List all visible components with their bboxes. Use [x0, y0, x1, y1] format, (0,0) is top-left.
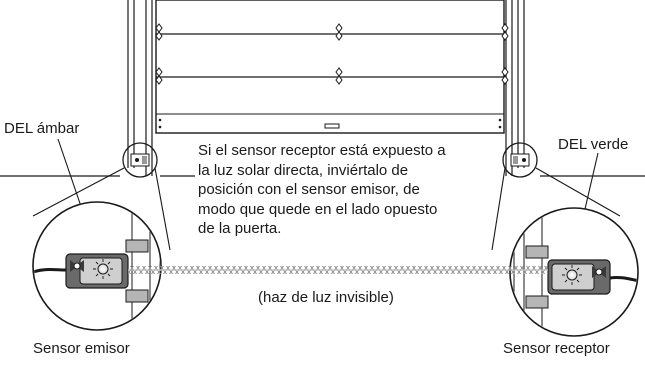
emitter-sensor-label: Sensor emisor	[33, 340, 130, 357]
instruction-line: de la puerta.	[198, 220, 282, 237]
receiver-sensor-label: Sensor receptor	[503, 340, 610, 357]
beam-label: (haz de luz invisible)	[258, 289, 394, 306]
instruction-line: la luz solar directa, inviértalo de	[198, 161, 409, 179]
green-led-label: DEL verde	[558, 136, 629, 153]
instruction-line: modo que quede en el lado opuesto	[198, 200, 438, 218]
instruction-note: Si el sensor receptor está expuesto a la…	[198, 141, 488, 239]
instruction-line: Si el sensor receptor está expuesto a	[198, 142, 446, 159]
light-beam	[128, 266, 548, 274]
receiver-detail-circle	[509, 207, 639, 337]
zoom-origin-left	[32, 142, 171, 251]
instruction-line: posición con el sensor emisor, de	[198, 181, 420, 198]
zoom-origin-right	[491, 142, 621, 251]
amber-led-label: DEL ámbar	[4, 120, 80, 137]
garage-door	[127, 0, 525, 176]
